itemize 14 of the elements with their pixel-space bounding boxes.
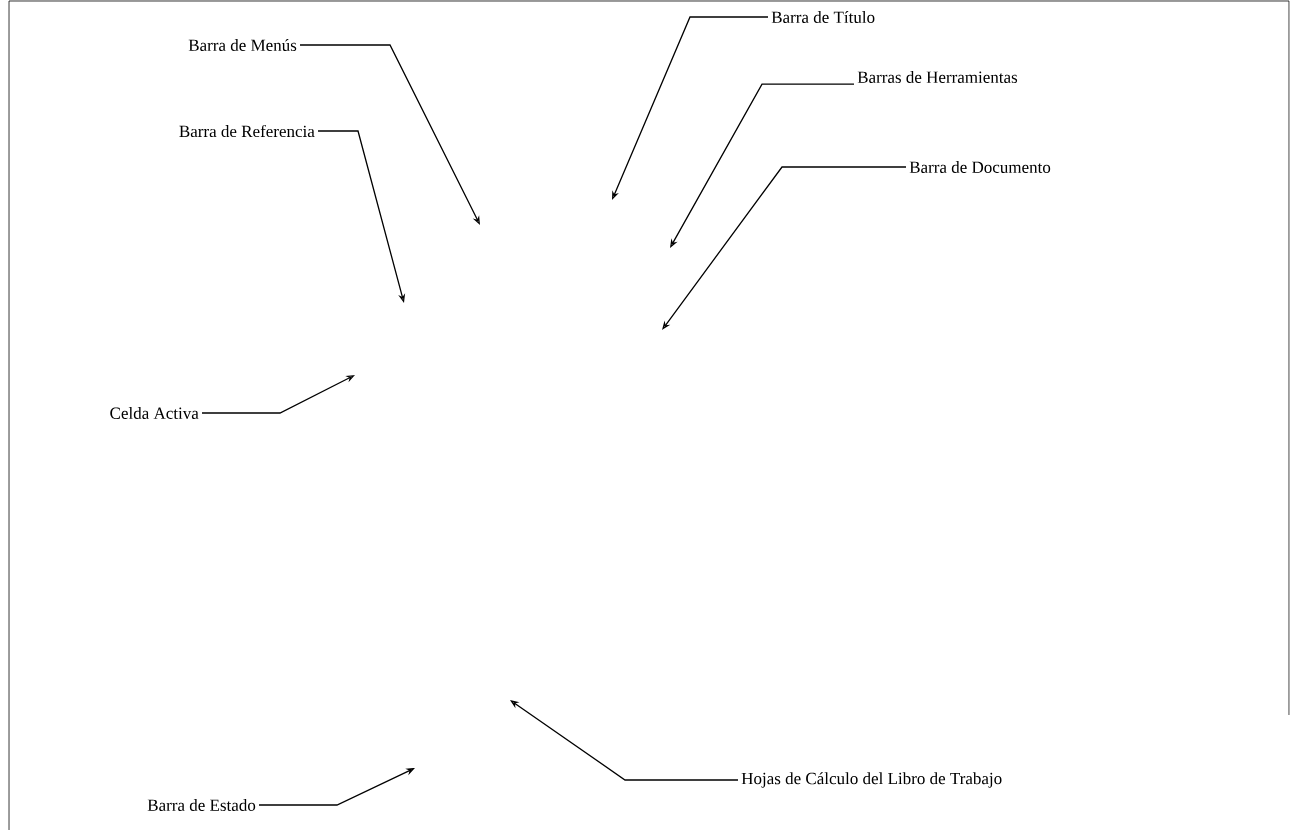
leader-line: [258, 768, 415, 806]
leader-line: [662, 166, 907, 330]
callout-label: Barra de Título: [771, 11, 875, 23]
leader-line: [670, 83, 855, 248]
callout-label: Barra de Estado: [147, 799, 256, 811]
callout-label: Barras de Herramientas: [857, 71, 1018, 83]
leader-line: [510, 700, 739, 781]
callout-label: Celda Activa: [110, 407, 199, 419]
leader-line: [201, 375, 355, 414]
leader-line: [299, 44, 480, 225]
callout-label: Barra de Menús: [188, 39, 297, 51]
callout-label: Barra de Referencia: [179, 124, 315, 138]
callout-label: Barra de Documento: [909, 161, 1051, 173]
callout-label: Hojas de Cálculo del Libro de Trabajo: [741, 772, 1002, 788]
